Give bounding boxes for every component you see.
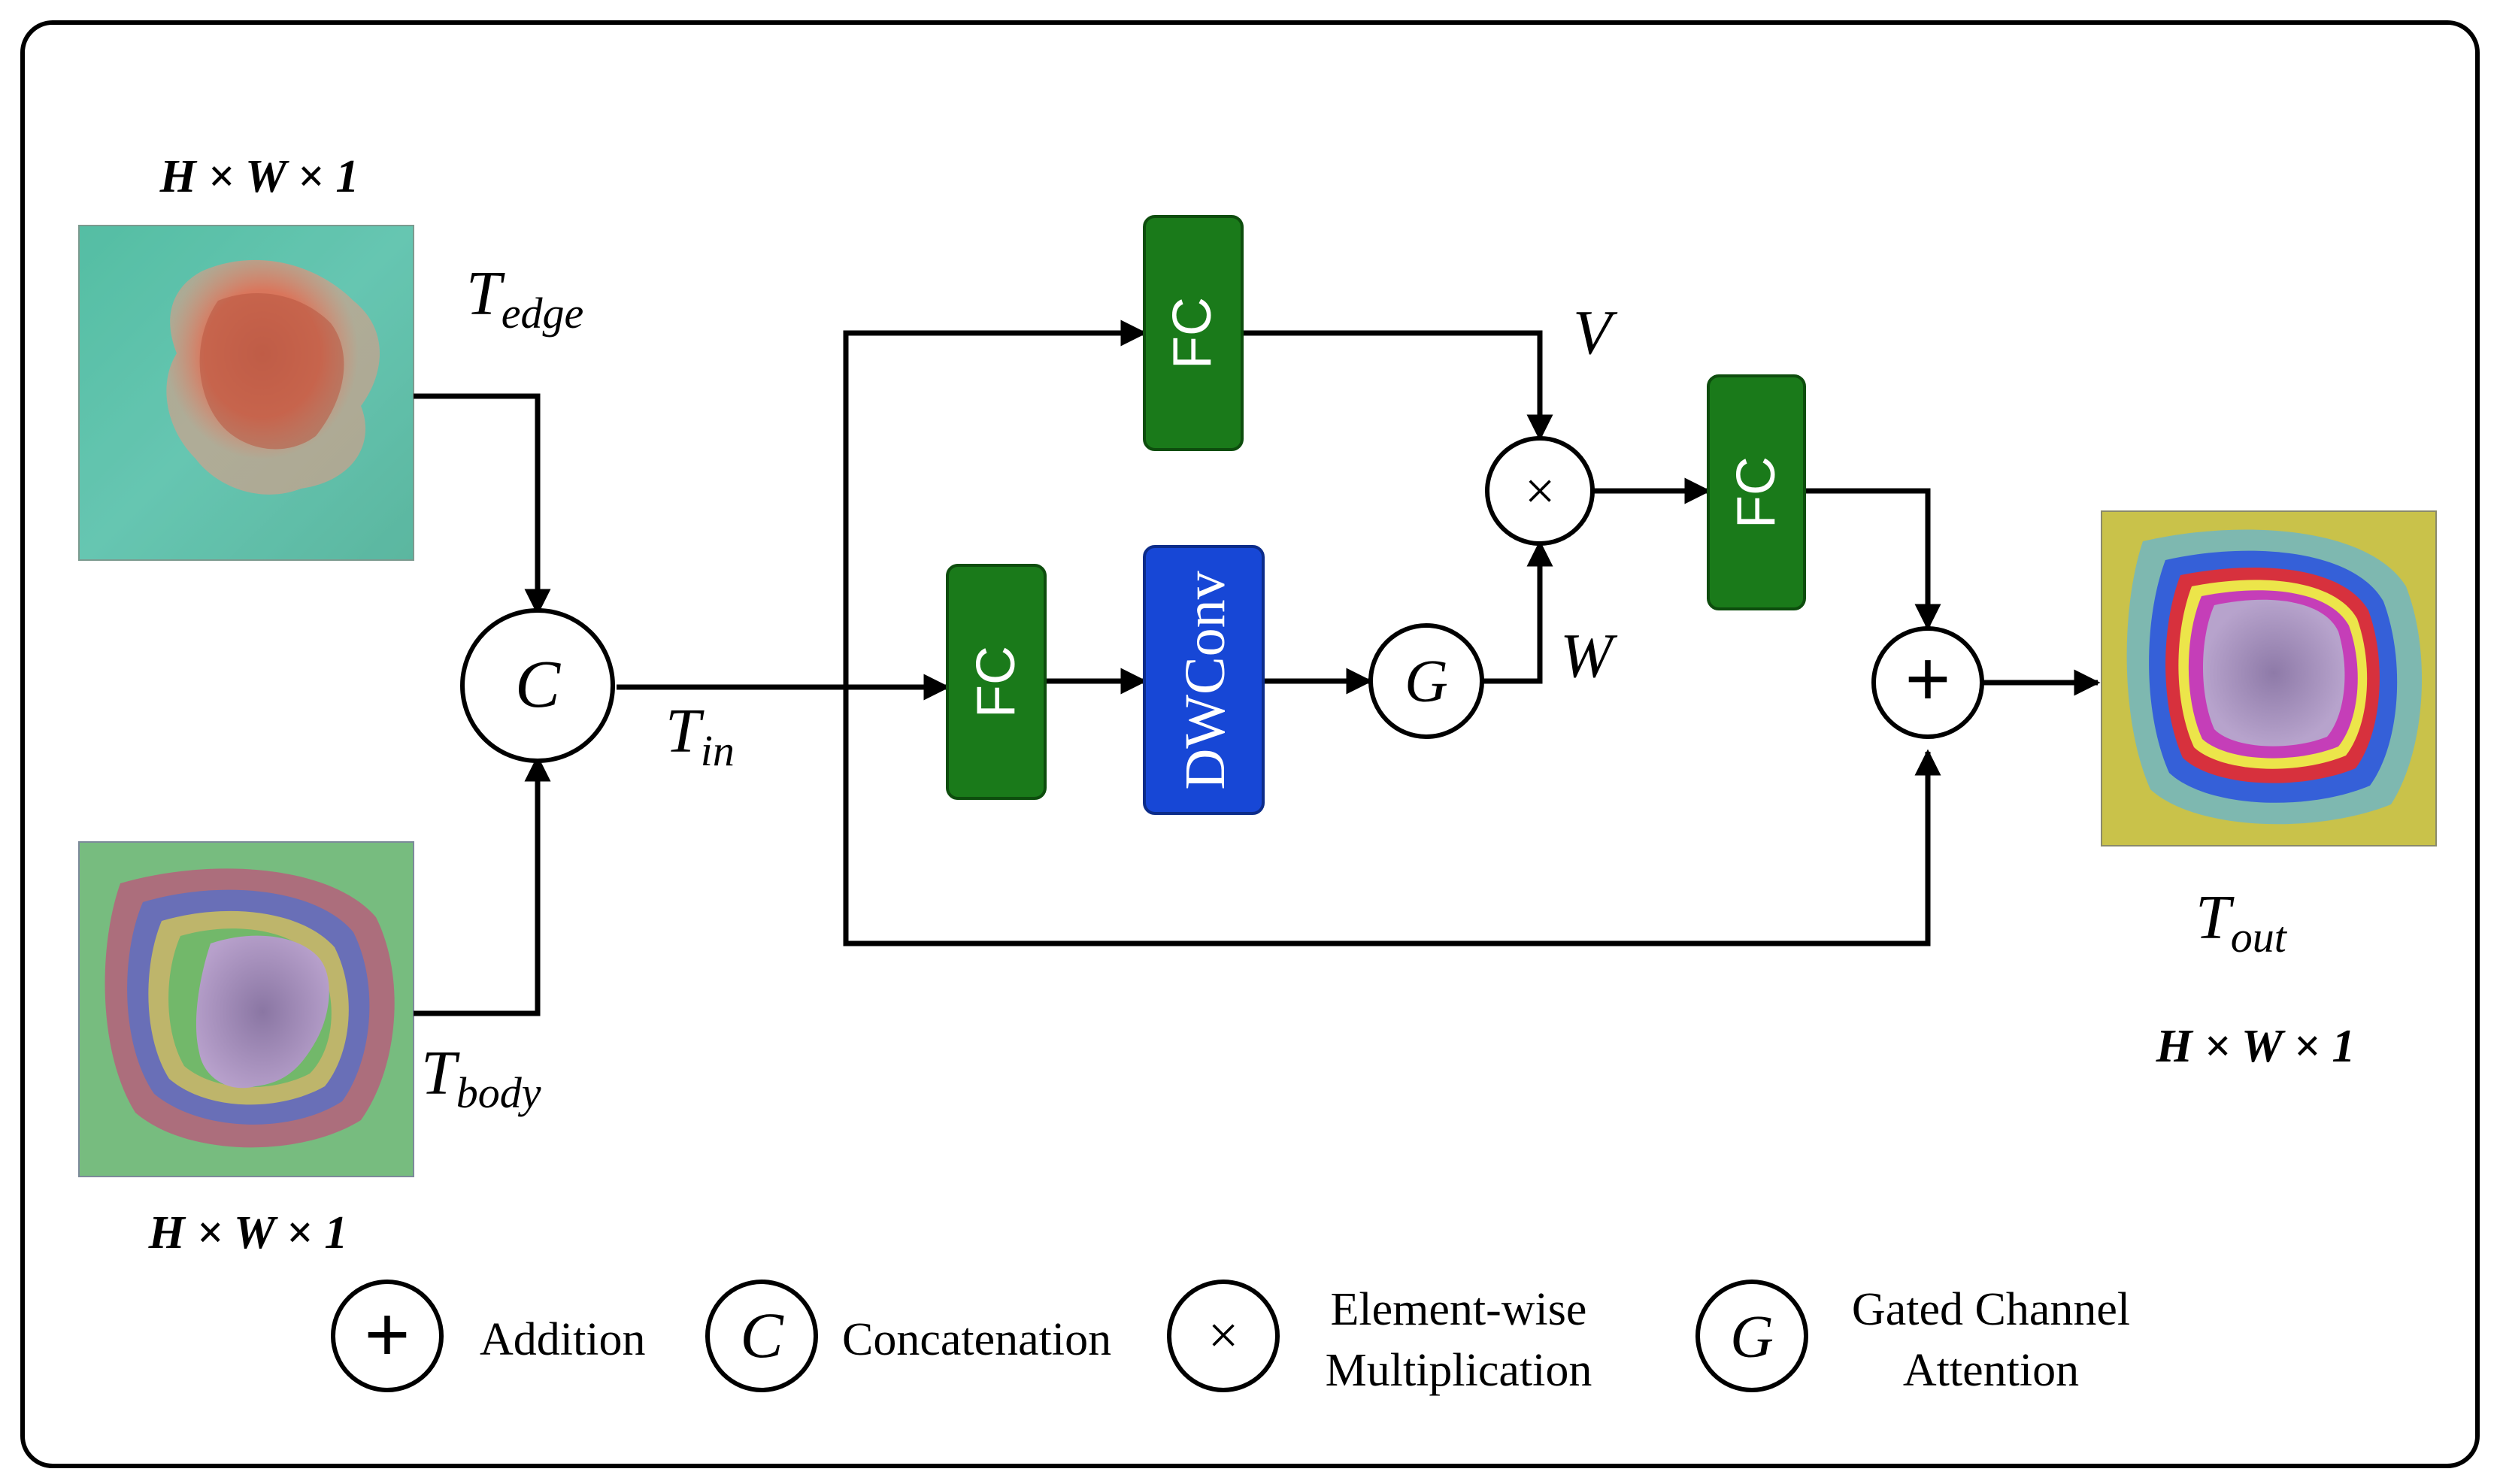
output-name-sub: out [2231,913,2288,962]
legend-mult-label-1: Element-wise [1331,1284,1587,1335]
concat-symbol: C [515,647,561,722]
body-image [78,841,414,1177]
edge-name-base: T [466,259,505,329]
fc-right-label: FC [1726,456,1786,528]
body-name-sub: body [456,1068,541,1117]
dwconv-block [1143,545,1265,815]
w-label: W [1560,621,1618,691]
legend-gate-label-2: Attention [1903,1345,2079,1396]
connectors [414,320,2101,1016]
output-dim-label: H × W × 1 [2156,1021,2356,1072]
output-name-label: Tout [2195,883,2288,962]
output-image [2101,510,2437,846]
legend-concat-circle [705,1280,818,1392]
concat-circle [460,608,615,763]
legend-concat-symbol: C [740,1299,784,1371]
legend-concat-label: Concatenation [842,1314,1111,1365]
tin-sub: in [701,726,735,775]
add-symbol: + [1905,635,1951,722]
fc-top-block [1143,215,1244,451]
edge-image [78,225,414,561]
body-name-base: T [421,1038,460,1108]
legend-gate-circle [1695,1280,1808,1392]
fc-top-label: FC [1162,297,1223,369]
legend-mult-label-2: Multiplication [1326,1345,1592,1396]
legend-mult-circle [1167,1280,1280,1392]
tin-label: Tin [665,696,735,775]
v-label: V [1573,298,1618,368]
legend-gate-label-1: Gated Channel [1852,1284,2130,1335]
add-circle [1871,626,1984,739]
fc-mid-label: FC [966,646,1026,718]
mult-circle [1485,436,1595,546]
legend-mult-symbol: × [1208,1305,1239,1365]
edge-name-label: Tedge [466,259,583,338]
legend-add-circle [331,1280,444,1392]
fc-right-block [1707,374,1806,610]
tin-base: T [665,696,705,766]
dwconv-label: DWConv [1174,571,1237,789]
body-name-label: Tbody [421,1038,541,1117]
edge-name-sub: edge [502,289,584,338]
gate-symbol: G [1405,649,1448,715]
legend-gate-symbol: G [1730,1304,1774,1370]
body-dim-label: H × W × 1 [148,1207,348,1258]
legend-add-symbol: + [365,1291,411,1378]
legend-add-label: Addition [480,1314,645,1365]
fc-mid-block [946,564,1047,800]
output-name-base: T [2195,883,2235,952]
mult-symbol: × [1525,461,1556,521]
gate-circle [1368,623,1484,739]
edge-dim-label: H × W × 1 [159,151,359,202]
